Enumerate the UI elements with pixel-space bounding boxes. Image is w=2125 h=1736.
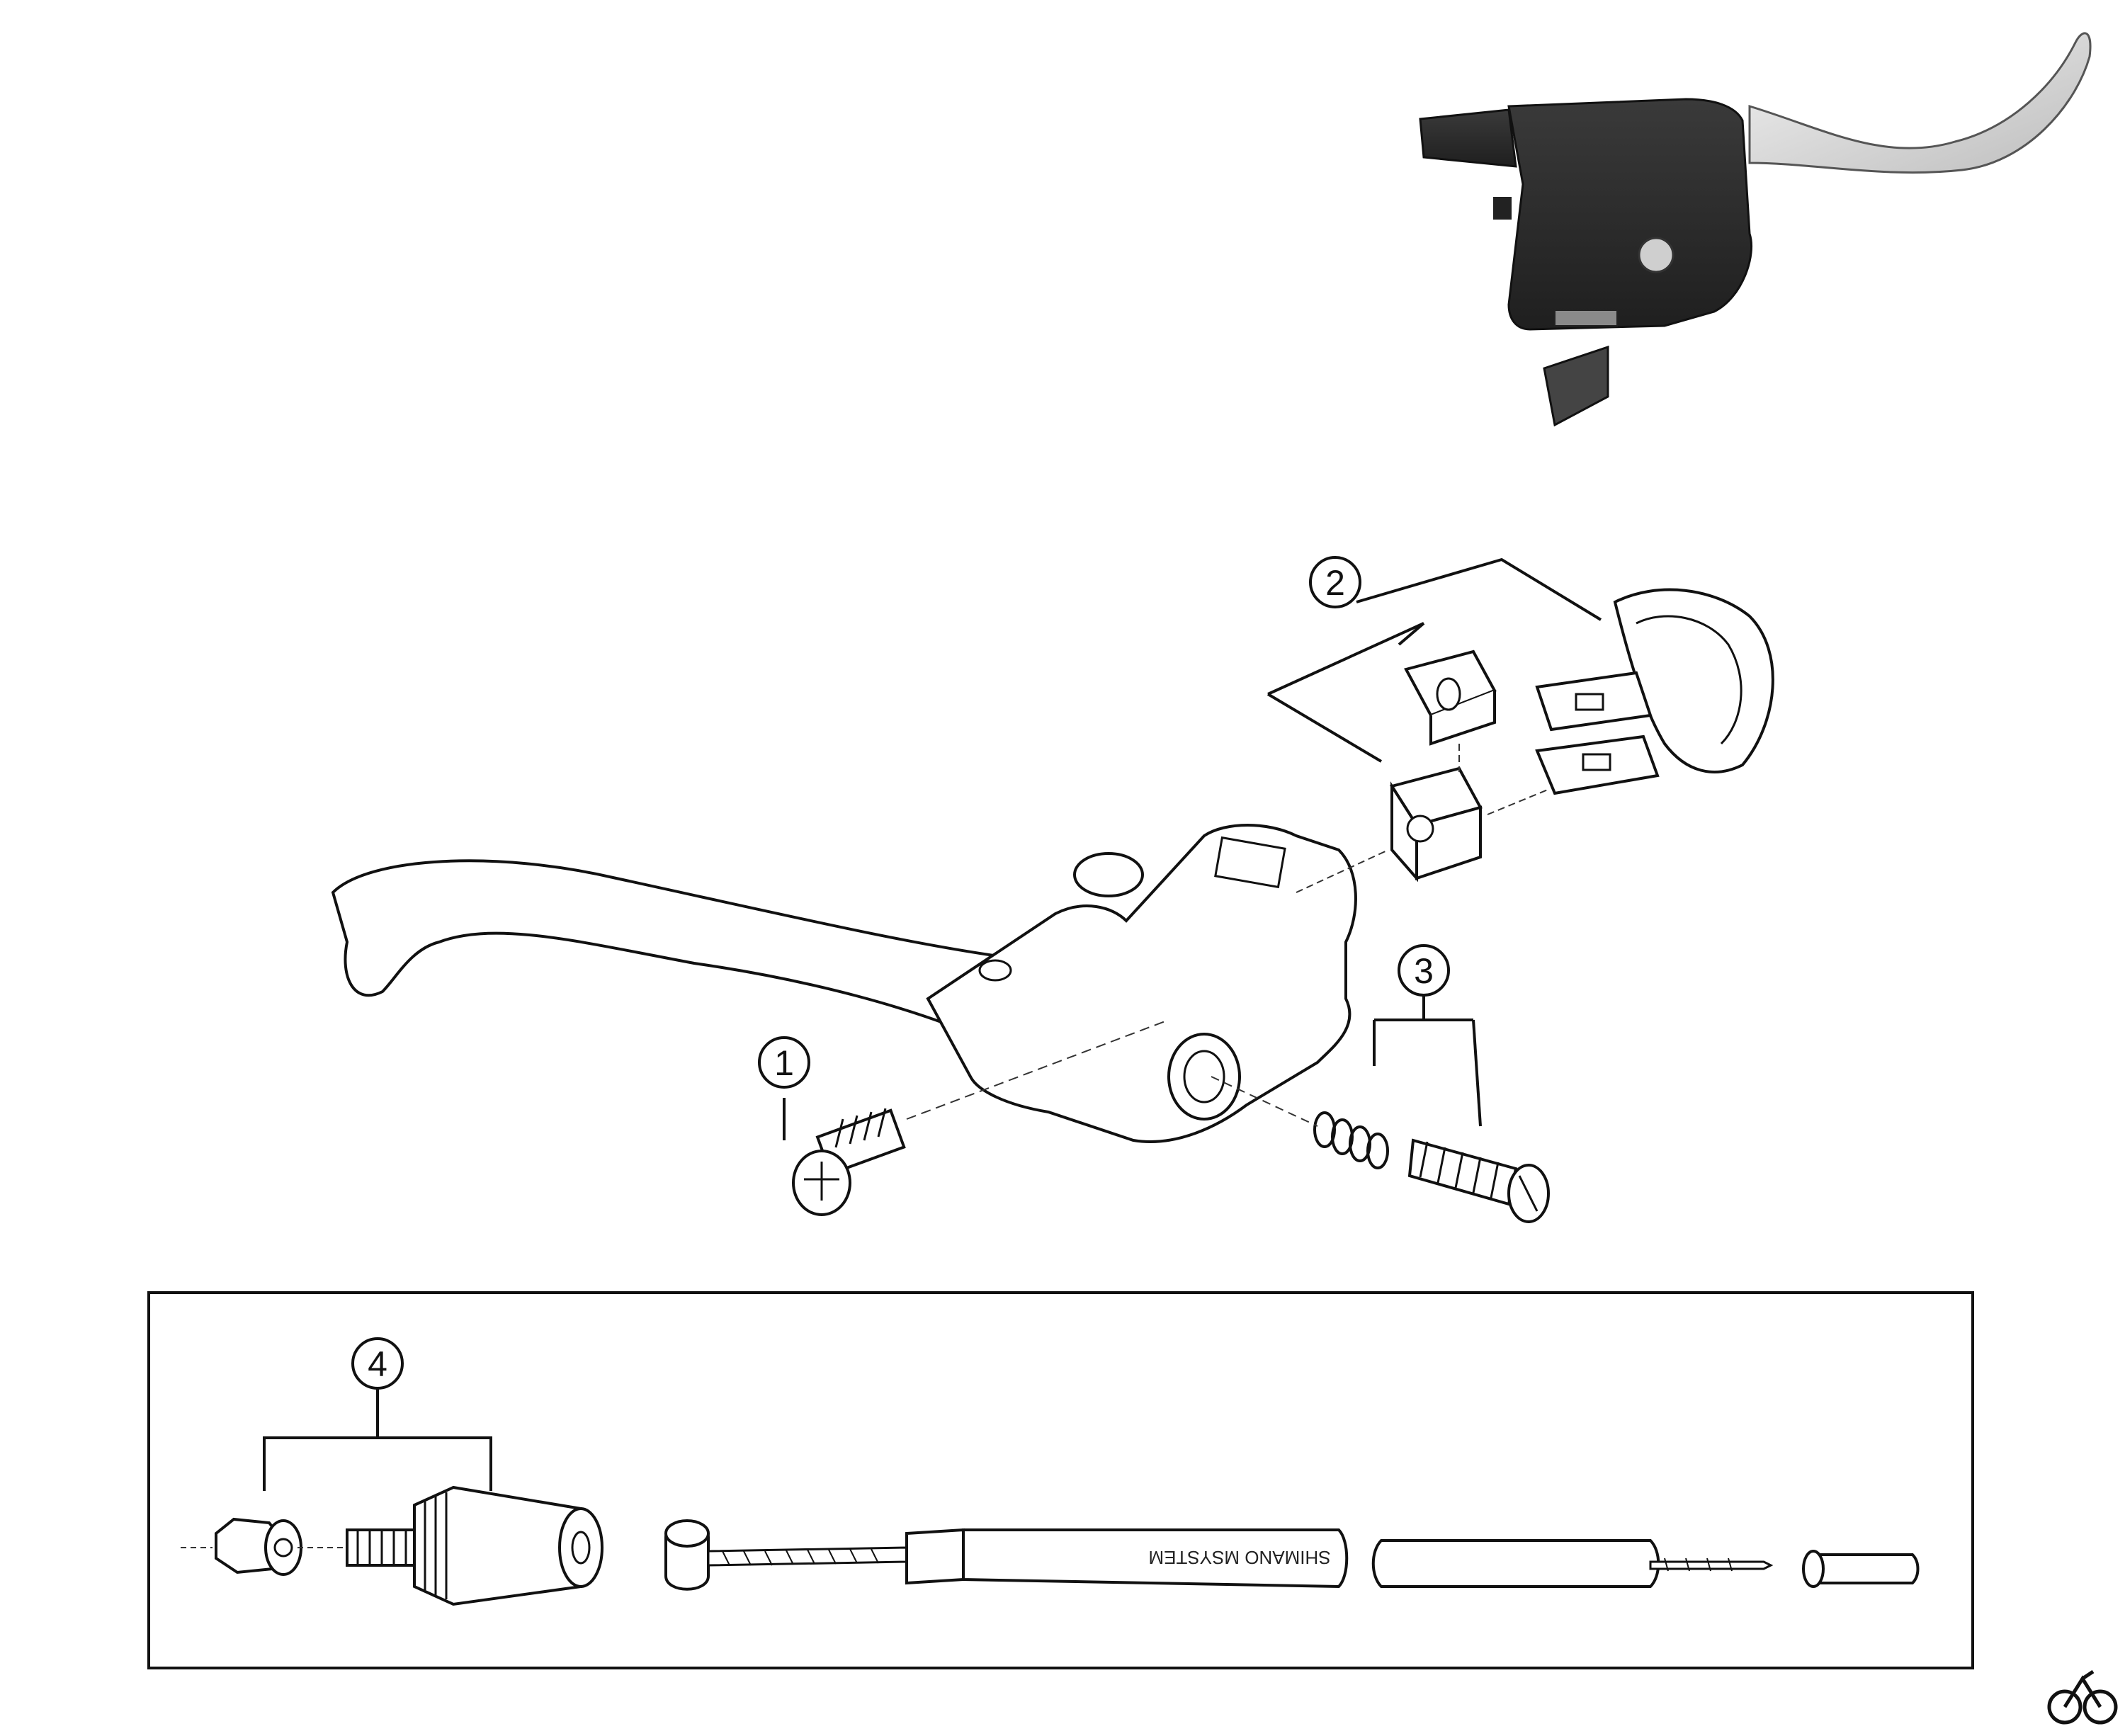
spring (1313, 1111, 1389, 1169)
callout-label-3: 3 (1414, 951, 1434, 991)
square-nut (1404, 649, 1497, 746)
adjusting-barrel (346, 1485, 604, 1606)
callout-4: 4 (351, 1337, 404, 1390)
clamp-block (1389, 766, 1483, 883)
callout-2: 2 (1309, 556, 1361, 608)
lock-nut (215, 1517, 302, 1576)
brake-cable: SHIMANO MSYSTEM (664, 1519, 1774, 1591)
cable-parts-box: SHIMANO MSYSTEM (147, 1291, 1974, 1669)
callout-3: 3 (1398, 944, 1450, 997)
adjusting-screw (1407, 1138, 1550, 1223)
callout-1: 1 (758, 1036, 810, 1089)
callout-label-4: 4 (368, 1344, 387, 1384)
cable-end-cap (1802, 1550, 1920, 1588)
clamp-band (1535, 588, 1774, 795)
assembled-lever-photo (1419, 32, 2092, 427)
lever-body (926, 824, 1357, 1143)
callout-label-2: 2 (1325, 563, 1345, 603)
lever-assembly-exploded (331, 588, 1774, 1223)
pivot-screw (792, 1108, 906, 1216)
callout-brackets (263, 557, 1602, 1491)
callout-label-1: 1 (774, 1043, 794, 1083)
cable-casing-print: SHIMANO MSYSTEM (1148, 1547, 1330, 1568)
bicycle-icon (2047, 1669, 2118, 1725)
